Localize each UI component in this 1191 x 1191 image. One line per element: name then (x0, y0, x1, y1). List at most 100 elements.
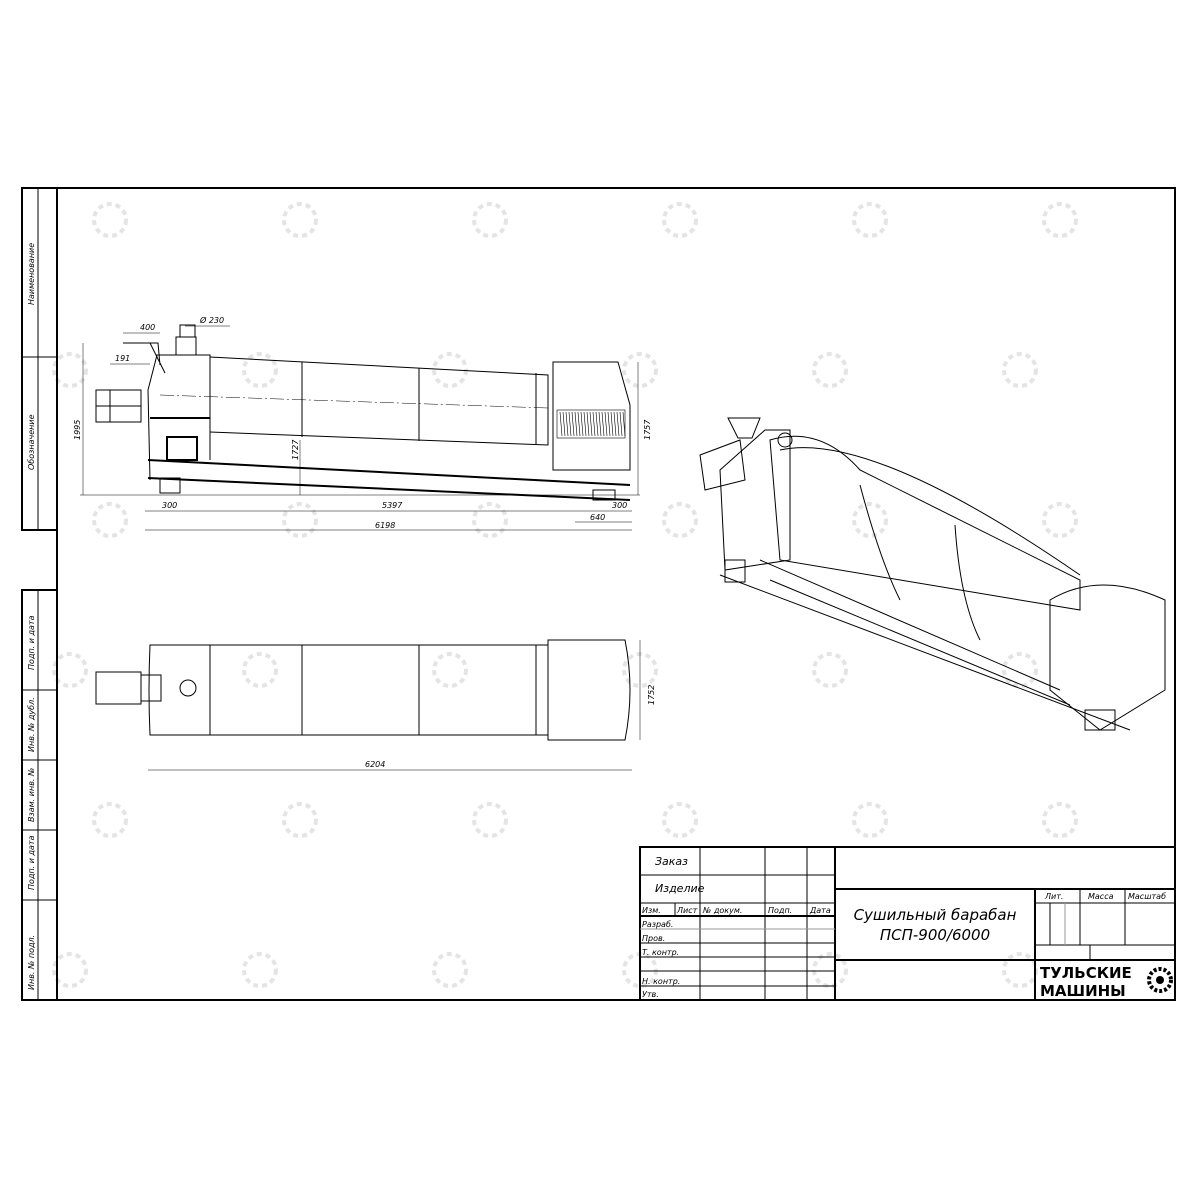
watermark-gear-icon (432, 352, 468, 388)
watermark-gear-icon (1002, 652, 1038, 688)
vent-slot (604, 411, 608, 437)
watermarks (52, 202, 1078, 988)
dim-support-span: 5397 (382, 501, 403, 510)
vent-grille (559, 411, 626, 437)
vent-slot (607, 411, 611, 437)
row-developed: Разраб. (642, 920, 673, 929)
dim-total-length: 6198 (375, 521, 395, 530)
watermark-gear-icon (92, 202, 128, 238)
lit-label: Лит. (1044, 892, 1063, 901)
row-checked: Пров. (642, 934, 665, 943)
drawing-frame (56, 187, 1176, 1001)
company-logo-line1: ТУЛЬСКИЕ (1040, 964, 1132, 982)
drawing-code: ПСП-900/6000 (880, 926, 990, 944)
vent-slot (577, 411, 581, 437)
vent-slot (592, 411, 596, 437)
watermark-gear-icon (1042, 802, 1078, 838)
vent-slot (583, 411, 587, 437)
vent-slot (580, 411, 584, 437)
col-sheet: Лист (676, 906, 698, 915)
vent-slot (565, 411, 569, 437)
watermark-gear-icon (472, 802, 508, 838)
drawing-title: Сушильный барабан (854, 906, 1017, 924)
col-change: Изм. (642, 906, 661, 915)
vent-slot (568, 411, 572, 437)
watermark-gear-icon (432, 952, 468, 988)
dim-total-height: 1995 (73, 420, 82, 440)
row-norm-control: Н. контр. (642, 977, 680, 986)
watermark-gear-icon (812, 952, 848, 988)
stamp-orig-inv: Инв. № подл. (27, 935, 36, 990)
title-block: Заказ Изделие Изм. Лист № докум. Подп. Д… (639, 846, 1176, 1001)
col-doc-no: № докум. (702, 906, 742, 915)
stamp-name: Наименование (27, 243, 36, 305)
vent-slot (622, 411, 626, 437)
isometric-view (699, 417, 1166, 731)
vent-slot (598, 411, 602, 437)
watermark-gear-icon (662, 202, 698, 238)
scale-label: Масштаб (1128, 892, 1166, 901)
vent-slot (586, 411, 590, 437)
vent-slot (559, 411, 563, 437)
vent-slot (610, 411, 614, 437)
watermark-gear-icon (852, 502, 888, 538)
stamp-dup-inv: Инв. № дубл. (27, 697, 36, 752)
watermark-gear-icon (1042, 202, 1078, 238)
dim-hopper-width: 400 (140, 323, 155, 332)
watermark-gear-icon (472, 502, 508, 538)
vent-slot (619, 411, 623, 437)
vent-slot (613, 411, 617, 437)
watermark-gear-icon (52, 652, 88, 688)
dim-right-height: 1757 (643, 419, 652, 440)
watermark-gear-icon (52, 352, 88, 388)
watermark-gear-icon (432, 652, 468, 688)
stamp-designation: Обозначение (27, 414, 36, 470)
vent-slot (616, 411, 620, 437)
stamp-sign-date-1: Подп. и дата (27, 615, 36, 670)
watermark-gear-icon (622, 352, 658, 388)
watermark-gear-icon (1002, 952, 1038, 988)
watermark-gear-icon (282, 802, 318, 838)
vent-slot (574, 411, 578, 437)
dim-hopper-offset: 191 (115, 354, 130, 363)
dim-chimney-dia: Ø 230 (199, 315, 224, 325)
watermark-gear-icon (92, 502, 128, 538)
product-label: Изделие (655, 882, 705, 895)
col-sign: Подп. (768, 906, 792, 915)
watermark-gear-icon (242, 952, 278, 988)
row-approved: Утв. (642, 990, 659, 999)
gear-logo-icon (1147, 967, 1173, 993)
stamp-sign-date-2: Подп. и дата (27, 835, 36, 890)
watermark-gear-icon (92, 802, 128, 838)
company-logo-line2: МАШИНЫ (1040, 982, 1126, 1000)
dim-axis-height: 1727 (291, 439, 300, 460)
stamp-replace-inv: Взам. инв. № (27, 768, 36, 822)
watermark-gear-icon (52, 952, 88, 988)
dim-width: 1752 (647, 685, 656, 705)
dim-top-total-length: 6204 (365, 760, 385, 769)
top-view: 1752 6204 (95, 639, 656, 771)
watermark-gear-icon (852, 802, 888, 838)
vent-slot (595, 411, 599, 437)
watermark-gear-icon (1042, 502, 1078, 538)
order-label: Заказ (655, 855, 688, 868)
watermark-gear-icon (472, 202, 508, 238)
mass-label: Масса (1088, 892, 1114, 901)
watermark-gear-icon (812, 352, 848, 388)
vent-slot (562, 411, 566, 437)
col-date: Дата (809, 906, 831, 915)
watermark-gear-icon (812, 652, 848, 688)
vent-slot (589, 411, 593, 437)
vent-slot (601, 411, 605, 437)
vent-slot (571, 411, 575, 437)
watermark-gear-icon (852, 202, 888, 238)
dim-right-offset: 640 (590, 513, 605, 522)
watermark-gear-icon (242, 652, 278, 688)
watermark-gear-icon (662, 502, 698, 538)
watermark-gear-icon (1002, 352, 1038, 388)
side-stamp: Наименование Обозначение Подп. и дата Ин… (21, 187, 58, 1001)
dim-left-support: 300 (162, 501, 177, 510)
row-tech-control: Т. контр. (642, 948, 679, 957)
front-view: 400 Ø 230 191 1995 1727 1757 300 5397 30… (73, 315, 652, 531)
